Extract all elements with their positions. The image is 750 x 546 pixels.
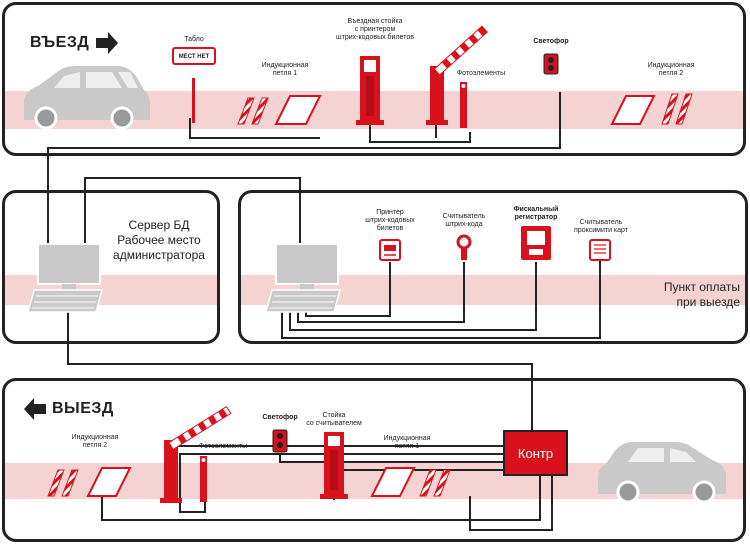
entry-loop1-icon [237,95,322,125]
payment-title-line2: при выезде [676,295,740,309]
server-title-line1: Сервер БД [128,218,190,232]
entry-photo-label: Фотоэлементы [456,70,506,77]
exit-loop2-label-line1: Индукционная [71,434,119,441]
barcode-scanner-label-line1: Считыватель [442,213,486,220]
ticket-printer-icon [379,239,401,261]
fiscal-register-label: Фискальный регистратор [504,206,568,222]
exit-direction-label: ВЫЕЗД [52,400,114,417]
ticket-printer-label: Принтер штрих-кодовых билетов [356,209,424,233]
entry-loop2-icon [610,93,693,125]
entry-photocell-icon [460,82,467,128]
board-display-icon [172,47,216,123]
exit-photocell-icon [200,456,207,502]
entry-traffic-light-icon [543,53,559,75]
board-label: Табло [184,36,204,43]
entry-stand-label-line3: штрих-кодовых билетов [336,34,414,41]
controller-box: Контр [503,430,568,476]
exit-barrier-icon [160,405,232,503]
payment-title: Пункт оплаты при выезде [630,280,740,310]
entry-car-icon [24,66,150,130]
entry-loop1-label-line2: петля 1 [272,70,298,77]
payment-computer-icon [265,243,341,313]
payment-title-line1: Пункт оплаты [663,280,740,294]
exit-stand-label-line2: со считывателем [306,420,362,427]
barcode-scanner-label-line2: штрих-кода [445,221,483,228]
entry-loop2-label: Индукционная петля 2 [636,62,706,78]
fiscal-register-label-line1: Фискальный [513,206,559,213]
exit-loop1-label: Индукционная петля 1 [372,435,442,451]
fiscal-register-icon [521,226,551,260]
entry-loop1-label-line1: Индукционная [261,62,309,69]
entry-stand-label: Въездная стойка с принтером штрих-кодовы… [320,18,430,42]
entry-light-label: Светофор [533,38,569,45]
exit-stand-label-line1: Стойка [322,412,346,419]
exit-loop2-label: Индукционная петля 2 [60,434,130,450]
entry-direction-label: ВЪЕЗД [30,34,90,51]
exit-arrow-icon [24,398,46,420]
exit-reader-stand-icon [320,432,348,499]
barcode-scanner-label: Считыватель штрих-кода [432,213,496,229]
entry-arrow-icon [96,32,118,54]
entry-loop1-label: Индукционная петля 1 [250,62,320,78]
exit-loop1-label-line2: петля 1 [394,443,420,450]
entry-stand-label-line2: с принтером [354,26,396,33]
exit-loop1-icon [370,467,451,497]
exit-photo-label: Фотоэлементы [198,443,248,450]
payment-panel [238,190,748,344]
exit-loop2-label-line2: петля 2 [82,442,108,449]
server-title-line2: Рабочее место [117,233,201,247]
wiring [47,92,601,531]
server-title-line3: администратора [113,248,205,262]
proximity-reader-label-line1: Считыватель [579,219,623,226]
exit-car-icon [598,442,726,504]
entry-stand-label-line1: Въездная стойка [347,18,403,25]
entry-ticket-stand-icon [356,56,384,125]
proximity-reader-label: Считыватель проксимити карт [566,219,636,235]
proximity-reader-label-line2: проксимити карт [574,227,628,234]
fiscal-register-label-line2: регистратор [514,214,558,221]
exit-loop1-label-line1: Индукционная [383,435,431,442]
entry-loop2-label-line2: петля 2 [658,70,684,77]
server-computer-icon [27,243,103,313]
ticket-printer-label-line3: билетов [376,225,404,232]
exit-loop2-icon [47,467,132,497]
barcode-scanner-icon [456,234,472,260]
exit-stand-label: Стойка со считывателем [298,412,370,428]
exit-traffic-light-icon [272,429,288,453]
board-text: МЕСТ НЕТ [178,54,210,60]
entry-barrier-icon [426,25,488,125]
exit-light-label: Светофор [262,414,298,421]
proximity-reader-icon [589,239,611,261]
ticket-printer-label-line1: Принтер [376,209,404,216]
server-title: Сервер БД Рабочее место администратора [98,218,220,263]
ticket-printer-label-line2: штрих-кодовых [365,217,415,224]
entry-loop2-label-line1: Индукционная [647,62,695,69]
